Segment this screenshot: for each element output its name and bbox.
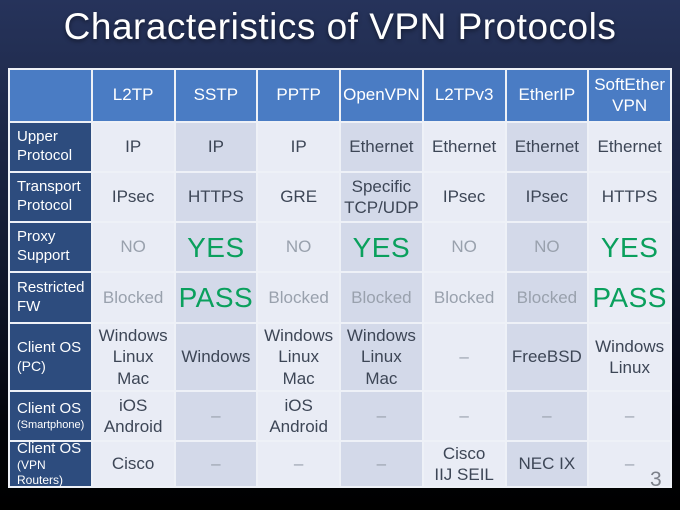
table-cell: Blocked bbox=[506, 273, 588, 322]
table-cell: Ethernet bbox=[506, 123, 588, 171]
table-cell: PASS bbox=[589, 273, 670, 322]
table-cell: – bbox=[175, 392, 257, 440]
table-cell: FreeBSD bbox=[506, 324, 588, 390]
table-cell: NEC IX bbox=[506, 442, 588, 486]
row-header-line2: Protocol bbox=[17, 197, 73, 214]
table-cell: iOS Android bbox=[258, 392, 339, 440]
column-header-openvpn: OpenVPN bbox=[341, 70, 422, 121]
table-cell: YES bbox=[341, 223, 422, 271]
row-header-restricted-fw: Restricted FW bbox=[10, 273, 91, 322]
column-header-pptp: PPTP bbox=[258, 70, 339, 121]
table-cell: IPsec bbox=[423, 173, 505, 221]
table-cell: – bbox=[423, 324, 505, 390]
column-header-l2tpv3: L2TPv3 bbox=[423, 70, 505, 121]
table-cell: – bbox=[341, 442, 422, 486]
table-cell: IP bbox=[175, 123, 257, 171]
row-header-client-os-smartphone: Client OS (Smartphone) bbox=[10, 392, 91, 440]
row-header-line2: (VPN Routers) bbox=[17, 458, 64, 488]
table-cell: Windows bbox=[175, 324, 257, 390]
table-cell: Ethernet bbox=[589, 123, 670, 171]
table-cell: iOS Android bbox=[92, 392, 174, 440]
page-title: Characteristics of VPN Protocols bbox=[63, 6, 617, 47]
row-header-line2: Support bbox=[17, 247, 70, 264]
table-cell: Windows Linux Mac bbox=[92, 324, 174, 390]
row-header-line1: Proxy bbox=[17, 228, 56, 246]
column-header-softether-vpn: SoftEther VPN bbox=[589, 70, 670, 121]
table-cell: – bbox=[589, 392, 670, 440]
table-cell: Windows Linux Mac bbox=[341, 324, 422, 390]
row-header-line1: Client OS bbox=[17, 439, 82, 457]
table-cell: Specific TCP/UDP bbox=[341, 173, 422, 221]
row-header-line2: (PC) bbox=[17, 357, 46, 374]
table-cell: IP bbox=[92, 123, 174, 171]
table-cell: NO bbox=[423, 223, 505, 271]
row-header-line1: Restricted bbox=[17, 278, 85, 296]
table-cell: – bbox=[589, 442, 670, 486]
row-header-upper-protocol: Upper Protocol bbox=[10, 123, 91, 171]
table-cell: GRE bbox=[258, 173, 339, 221]
table-cell: Blocked bbox=[92, 273, 174, 322]
row-header-line1: Client OS bbox=[17, 338, 82, 356]
table-cell: – bbox=[175, 442, 257, 486]
slide-page-number: 3 bbox=[650, 468, 662, 491]
row-header-transport-protocol: Transport Protocol bbox=[10, 173, 91, 221]
table-cell: – bbox=[423, 392, 505, 440]
row-header-client-os-vpn-routers: Client OS (VPN Routers) bbox=[10, 439, 91, 488]
table-cell: Cisco IIJ SEIL bbox=[423, 442, 505, 486]
table-cell: IP bbox=[258, 123, 339, 171]
column-header-sstp: SSTP bbox=[175, 70, 257, 121]
table-cell: PASS bbox=[175, 273, 257, 322]
table-cell: Ethernet bbox=[423, 123, 505, 171]
row-header-line1: Client OS bbox=[17, 399, 82, 417]
column-header-etherip: EtherIP bbox=[506, 70, 588, 121]
table-cell: Ethernet bbox=[341, 123, 422, 171]
table-cell: Cisco bbox=[92, 442, 174, 486]
table-cell: – bbox=[341, 392, 422, 440]
table-cell: Blocked bbox=[341, 273, 422, 322]
table-cell: – bbox=[258, 442, 339, 486]
table-cell: Windows Linux Mac bbox=[258, 324, 339, 390]
table-cell: HTTPS bbox=[175, 173, 257, 221]
row-header-line2: FW bbox=[17, 297, 41, 315]
table-cell: Blocked bbox=[258, 273, 339, 322]
table-cell: Windows Linux bbox=[589, 324, 670, 390]
row-header-line1: Transport bbox=[17, 178, 81, 196]
row-header-line2: Protocol bbox=[17, 147, 73, 164]
column-header-l2tp: L2TP bbox=[92, 70, 174, 121]
table-cell: NO bbox=[258, 223, 339, 271]
table-cell: NO bbox=[506, 223, 588, 271]
table-cell: Blocked bbox=[423, 273, 505, 322]
table-corner-cell bbox=[10, 70, 91, 121]
table-cell: IPsec bbox=[506, 173, 588, 221]
table-cell: IPsec bbox=[92, 173, 174, 221]
table-cell: – bbox=[506, 392, 588, 440]
table-cell: HTTPS bbox=[589, 173, 670, 221]
row-header-line2: (Smartphone) bbox=[17, 418, 85, 431]
row-header-line1: Upper bbox=[17, 128, 58, 146]
table-cell: YES bbox=[175, 223, 257, 271]
vpn-protocols-table: L2TP SSTP PPTP OpenVPN L2TPv3 EtherIP So… bbox=[8, 68, 672, 488]
table-cell: YES bbox=[589, 223, 670, 271]
table-cell: NO bbox=[92, 223, 174, 271]
row-header-proxy-support: Proxy Support bbox=[10, 223, 91, 271]
row-header-client-os-pc: Client OS (PC) bbox=[10, 324, 91, 390]
